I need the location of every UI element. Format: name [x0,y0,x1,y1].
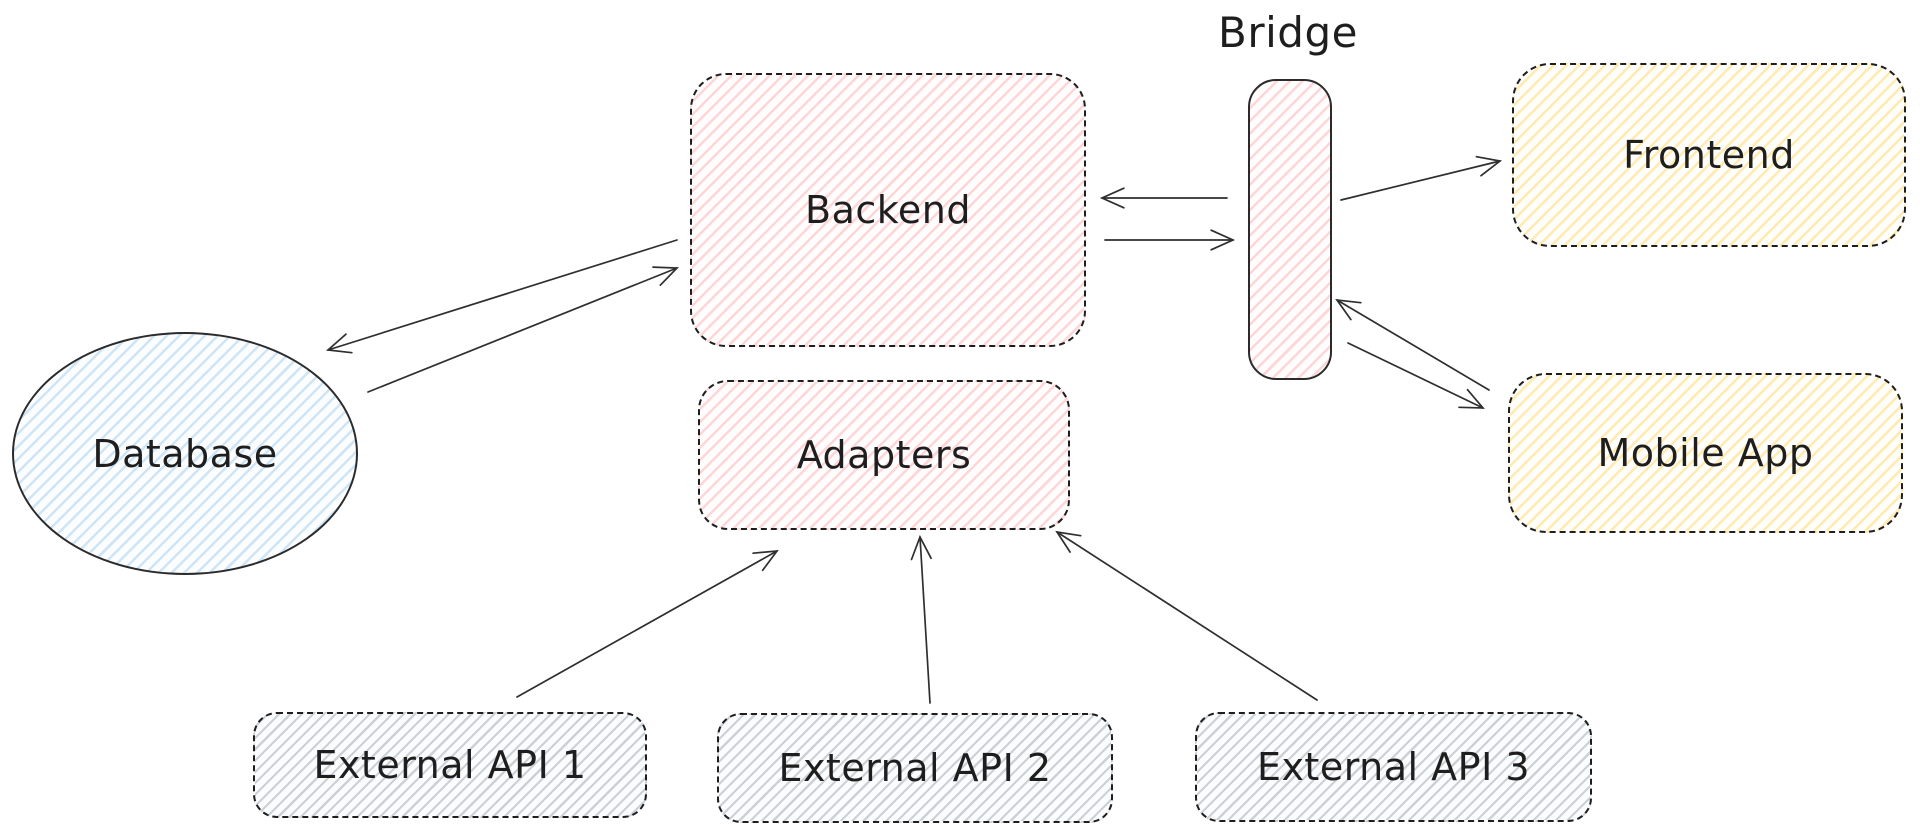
arrow-database-to-backend[interactable] [367,266,679,393]
arrow-bridge-to-mobile-app[interactable] [1347,342,1485,409]
node-external-api-3[interactable]: External API 3 [1195,712,1592,822]
node-database[interactable]: Database [12,332,358,575]
arrow-bridge-to-frontend[interactable] [1340,155,1503,201]
node-frontend[interactable]: Frontend [1512,63,1906,247]
node-database-label: Database [92,431,278,476]
node-external-api-2[interactable]: External API 2 [717,713,1113,823]
node-mobile-app[interactable]: Mobile App [1508,373,1903,533]
arrow-bridge-to-backend[interactable] [1099,187,1228,209]
node-frontend-label: Frontend [1623,133,1795,177]
arrow-external-api-1-to-adapters[interactable] [516,549,779,698]
arrow-mobile-app-to-bridge[interactable] [1335,298,1490,391]
node-external-api-1-label: External API 1 [313,743,587,787]
node-external-api-1[interactable]: External API 1 [253,712,647,818]
node-external-api-2-label: External API 2 [778,746,1052,790]
node-adapters[interactable]: Adapters [698,380,1070,530]
node-mobile-app-label: Mobile App [1597,431,1814,475]
node-adapters-label: Adapters [796,433,972,477]
node-backend[interactable]: Backend [690,73,1086,347]
arrow-external-api-2-to-adapters[interactable] [910,534,932,704]
node-backend-label: Backend [805,188,971,232]
node-bridge-label: Bridge [1218,8,1358,57]
arrow-backend-to-bridge[interactable] [1104,229,1236,251]
arrow-backend-to-database[interactable] [326,239,678,354]
node-bridge[interactable] [1248,79,1332,380]
node-external-api-3-label: External API 3 [1256,745,1531,789]
arrow-external-api-3-to-adapters[interactable] [1055,530,1318,701]
